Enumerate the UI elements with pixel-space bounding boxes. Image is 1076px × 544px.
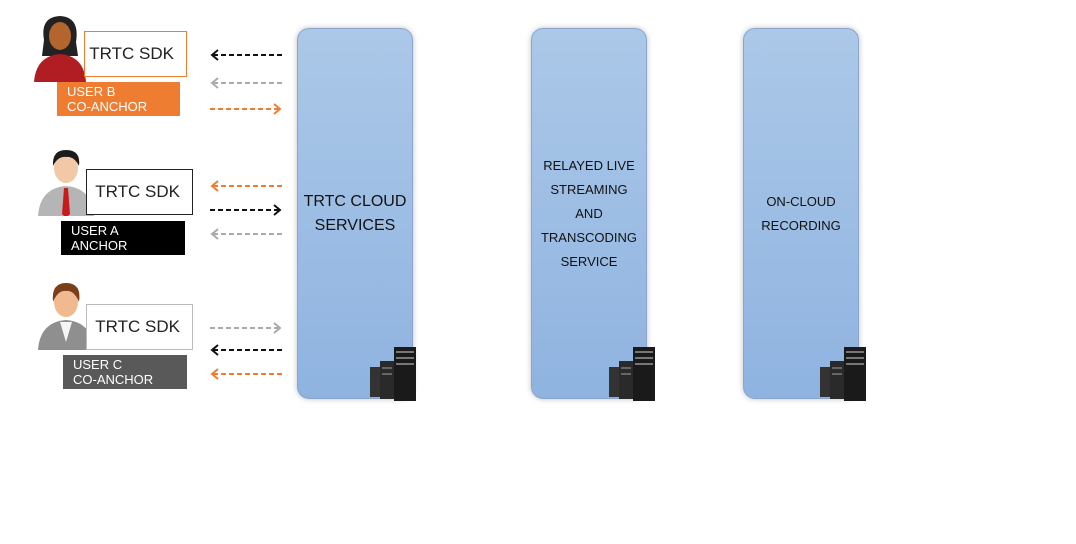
black-arrow-right-icon — [210, 204, 282, 216]
sdk-label: TRTC SDK — [95, 182, 180, 201]
user-name: USER C — [73, 357, 123, 372]
black-arrow-left-icon — [210, 344, 282, 356]
server-rack-icon — [820, 347, 866, 401]
orange-arrow-right-icon — [210, 103, 282, 115]
relayed-live-streaming-column: RELAYED LIVE STREAMING AND TRANSCODING S… — [531, 28, 647, 399]
trtc-cloud-services-column: TRTC CLOUD SERVICES — [297, 28, 413, 399]
server-rack-icon — [370, 347, 416, 401]
service-label: ON-CLOUD RECORDING — [761, 193, 841, 233]
orange-arrow-left-icon — [210, 180, 282, 192]
grey-arrow-left-icon — [210, 228, 282, 240]
male-user-avatar-icon — [38, 283, 94, 350]
grey-arrow-right-icon — [210, 322, 282, 334]
male-anchor-avatar-icon — [38, 150, 94, 216]
female-user-avatar-icon — [34, 16, 86, 82]
sdk-label: TRTC SDK — [95, 317, 180, 336]
service-label: RELAYED LIVE STREAMING AND TRANSCODING S… — [540, 157, 638, 269]
user-role: CO-ANCHOR — [67, 99, 148, 114]
user-c-sdk-box: TRTC SDK — [86, 304, 193, 350]
orange-arrow-left-icon — [210, 368, 282, 380]
user-a-sdk-box: TRTC SDK — [86, 169, 193, 215]
user-b-sdk-box: TRTC SDK — [84, 31, 187, 77]
user-role: CO-ANCHOR — [73, 372, 154, 387]
user-name: USER B — [67, 84, 116, 99]
sdk-label: TRTC SDK — [89, 44, 174, 63]
user-name: USER A — [71, 223, 119, 238]
on-cloud-recording-column: ON-CLOUD RECORDING — [743, 28, 859, 399]
user-role: ANCHOR — [71, 238, 128, 253]
black-arrow-left-icon — [210, 49, 282, 61]
service-label: TRTC CLOUD SERVICES — [303, 192, 407, 234]
server-rack-icon — [609, 347, 655, 401]
grey-arrow-left-icon — [210, 77, 282, 89]
